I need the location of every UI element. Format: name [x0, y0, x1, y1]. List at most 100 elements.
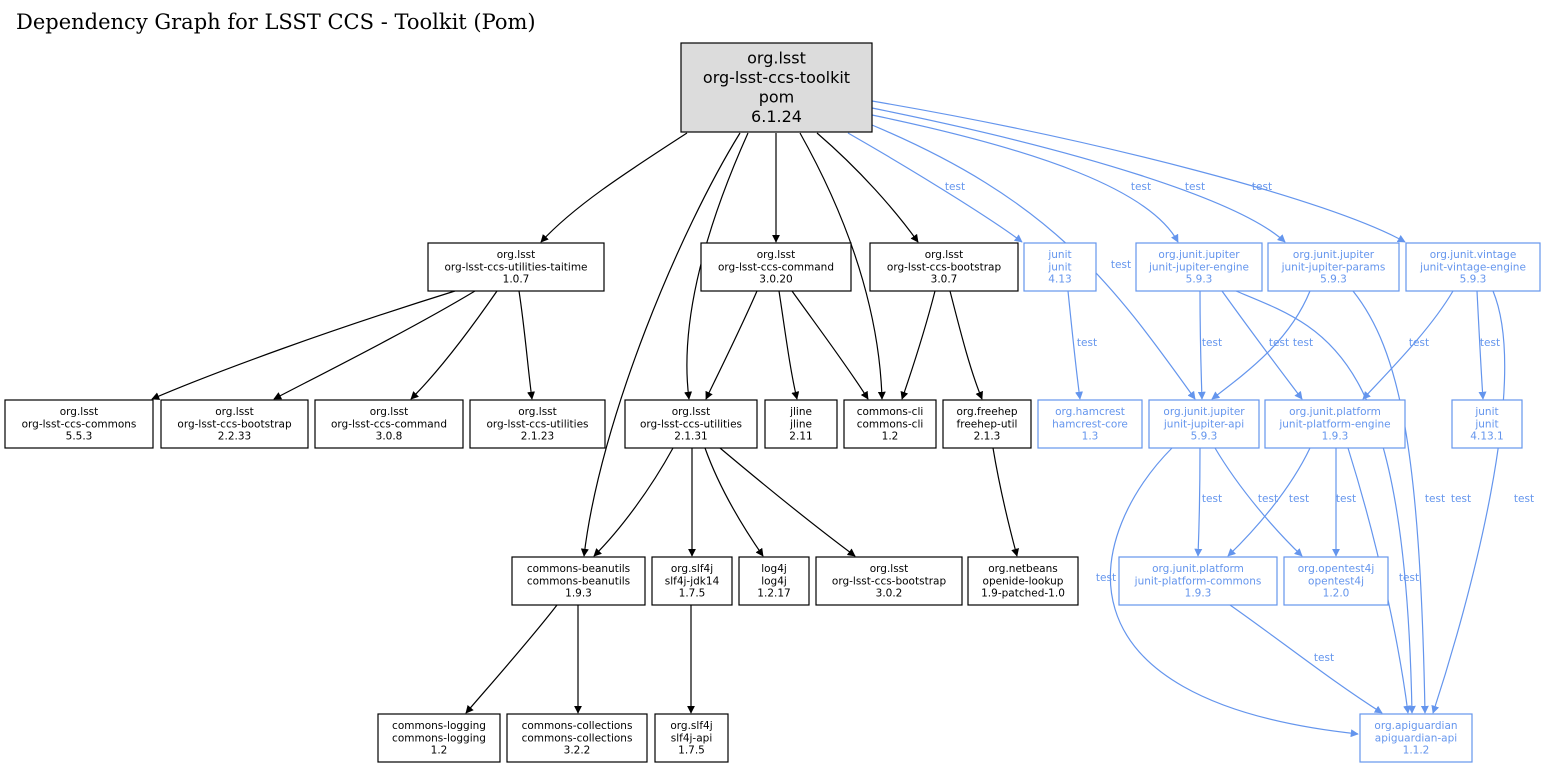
node-line: junit-jupiter-api [1163, 418, 1244, 430]
node-line: org.lsst [518, 406, 557, 418]
edge-vintage-to-platformengine [1362, 290, 1454, 400]
node-line: junit [1047, 249, 1071, 261]
edge-root-to-junit413 [847, 132, 1023, 243]
edge-line [1476, 290, 1487, 400]
node-line: 1.7.5 [679, 588, 706, 600]
edge-line [1227, 447, 1311, 557]
node-box [506, 713, 648, 763]
node-line: org.lsst [672, 406, 711, 418]
node-line: 1.9-patched-1.0 [981, 588, 1065, 600]
node-line: commons-beanutils [527, 575, 630, 587]
edge-jupiterapi-to-opentest4j [1214, 447, 1303, 557]
edge-bootstrap307-to-commonscli [900, 290, 936, 400]
edge-label: test [1409, 337, 1429, 349]
node-line: openide-lookup [983, 575, 1064, 587]
node-line: 2.1.23 [521, 431, 554, 443]
node-line: junit-jupiter-engine [1148, 261, 1249, 273]
node-platformengine: org.junit.platformjunit-platform-engine1… [1264, 399, 1406, 449]
edge-label: test [1425, 493, 1445, 505]
edge-line [992, 447, 1019, 557]
edge-line [151, 290, 456, 400]
edge-line [778, 290, 800, 400]
node-line: 5.9.3 [1186, 274, 1213, 286]
edge-label: test [1202, 493, 1222, 505]
node-line: org.junit.jupiter [1163, 406, 1245, 418]
node-line: org.lsst [215, 406, 254, 418]
node-line: org.freehep [956, 406, 1017, 418]
node-box [815, 556, 963, 606]
node-box [1451, 399, 1523, 449]
edge-root-to-taitime [540, 132, 688, 243]
edge-line [1211, 290, 1311, 400]
node-line: org.slf4j [670, 720, 712, 732]
node-line: org-lsst-ccs-utilities-taitime [444, 261, 587, 273]
node-line: org.junit.platform [1152, 563, 1244, 575]
node-line: 1.9.3 [565, 588, 592, 600]
edge-command3020-to-utilities2131 [705, 290, 758, 400]
edge-root-to-commonscli [799, 132, 886, 400]
edge-taitime-to-commons553 [151, 290, 456, 400]
node-line: junit [1047, 261, 1071, 273]
node-line: 6.1.24 [751, 107, 802, 126]
edge-line [410, 290, 498, 400]
edge-jupiterengine-to-jupiterapi [1197, 290, 1206, 400]
edge-label: test [1131, 181, 1151, 193]
node-line: 1.9.3 [1185, 588, 1212, 600]
node-line: org-lsst-ccs-command [718, 261, 834, 273]
edge-label: test [1185, 181, 1205, 193]
node-line: 5.9.3 [1191, 431, 1218, 443]
edge-root-to-vintage [871, 100, 1406, 243]
node-line: commons-collections [522, 720, 633, 732]
edge-label: test [945, 181, 965, 193]
node-line: org.lsst [870, 563, 909, 575]
node-openide: org.netbeansopenide-lookup1.9-patched-1.… [967, 556, 1079, 606]
node-line: org-lsst-ccs-command [331, 418, 447, 430]
edge-jupiterapi-to-apiguardian [1109, 447, 1359, 738]
edge-line [540, 132, 688, 243]
edge-label: test [1096, 572, 1116, 584]
node-box [651, 556, 733, 606]
edge-line [684, 132, 749, 400]
node-line: commons-cli [857, 406, 924, 418]
node-box [942, 399, 1032, 449]
edge-line [791, 290, 869, 400]
node-line: org.netbeans [988, 563, 1057, 575]
edge-vintage-to-apiguardian [1431, 290, 1506, 714]
edge-vintage-to-junit4131 [1476, 290, 1487, 400]
edge-utilities2131-to-log4j [704, 447, 764, 557]
node-line: slf4j-jdk14 [665, 575, 720, 587]
node-box [1359, 713, 1473, 763]
edge-junit413-to-hamcrest [1067, 290, 1083, 400]
node-line: junit-jupiter-params [1281, 261, 1386, 273]
edge-line [1221, 290, 1303, 400]
node-line: org.lsst [497, 249, 536, 261]
edge-root-to-jupiterengine [871, 114, 1179, 243]
node-line: 1.2.17 [757, 588, 790, 600]
node-box [869, 242, 1019, 292]
edge-taitime-to-utilities2123 [518, 290, 535, 400]
node-line: 3.2.2 [564, 745, 591, 757]
node-line: opentest4j [1308, 575, 1364, 587]
node-line: junit-vintage-engine [1419, 261, 1526, 273]
node-line: 1.2 [882, 431, 899, 443]
edge-taitime-to-command308 [410, 290, 498, 400]
edge-line [518, 290, 535, 400]
node-line: 1.9.3 [1322, 431, 1349, 443]
node-line: 4.13 [1048, 274, 1071, 286]
node-box [1267, 242, 1400, 292]
edge-platformengine-to-platformcommons [1227, 447, 1311, 557]
edge-jupiterengine-to-apiguardian [1235, 290, 1416, 714]
node-jupiterengine: org.junit.jupiterjunit-jupiter-engine5.9… [1135, 242, 1263, 292]
